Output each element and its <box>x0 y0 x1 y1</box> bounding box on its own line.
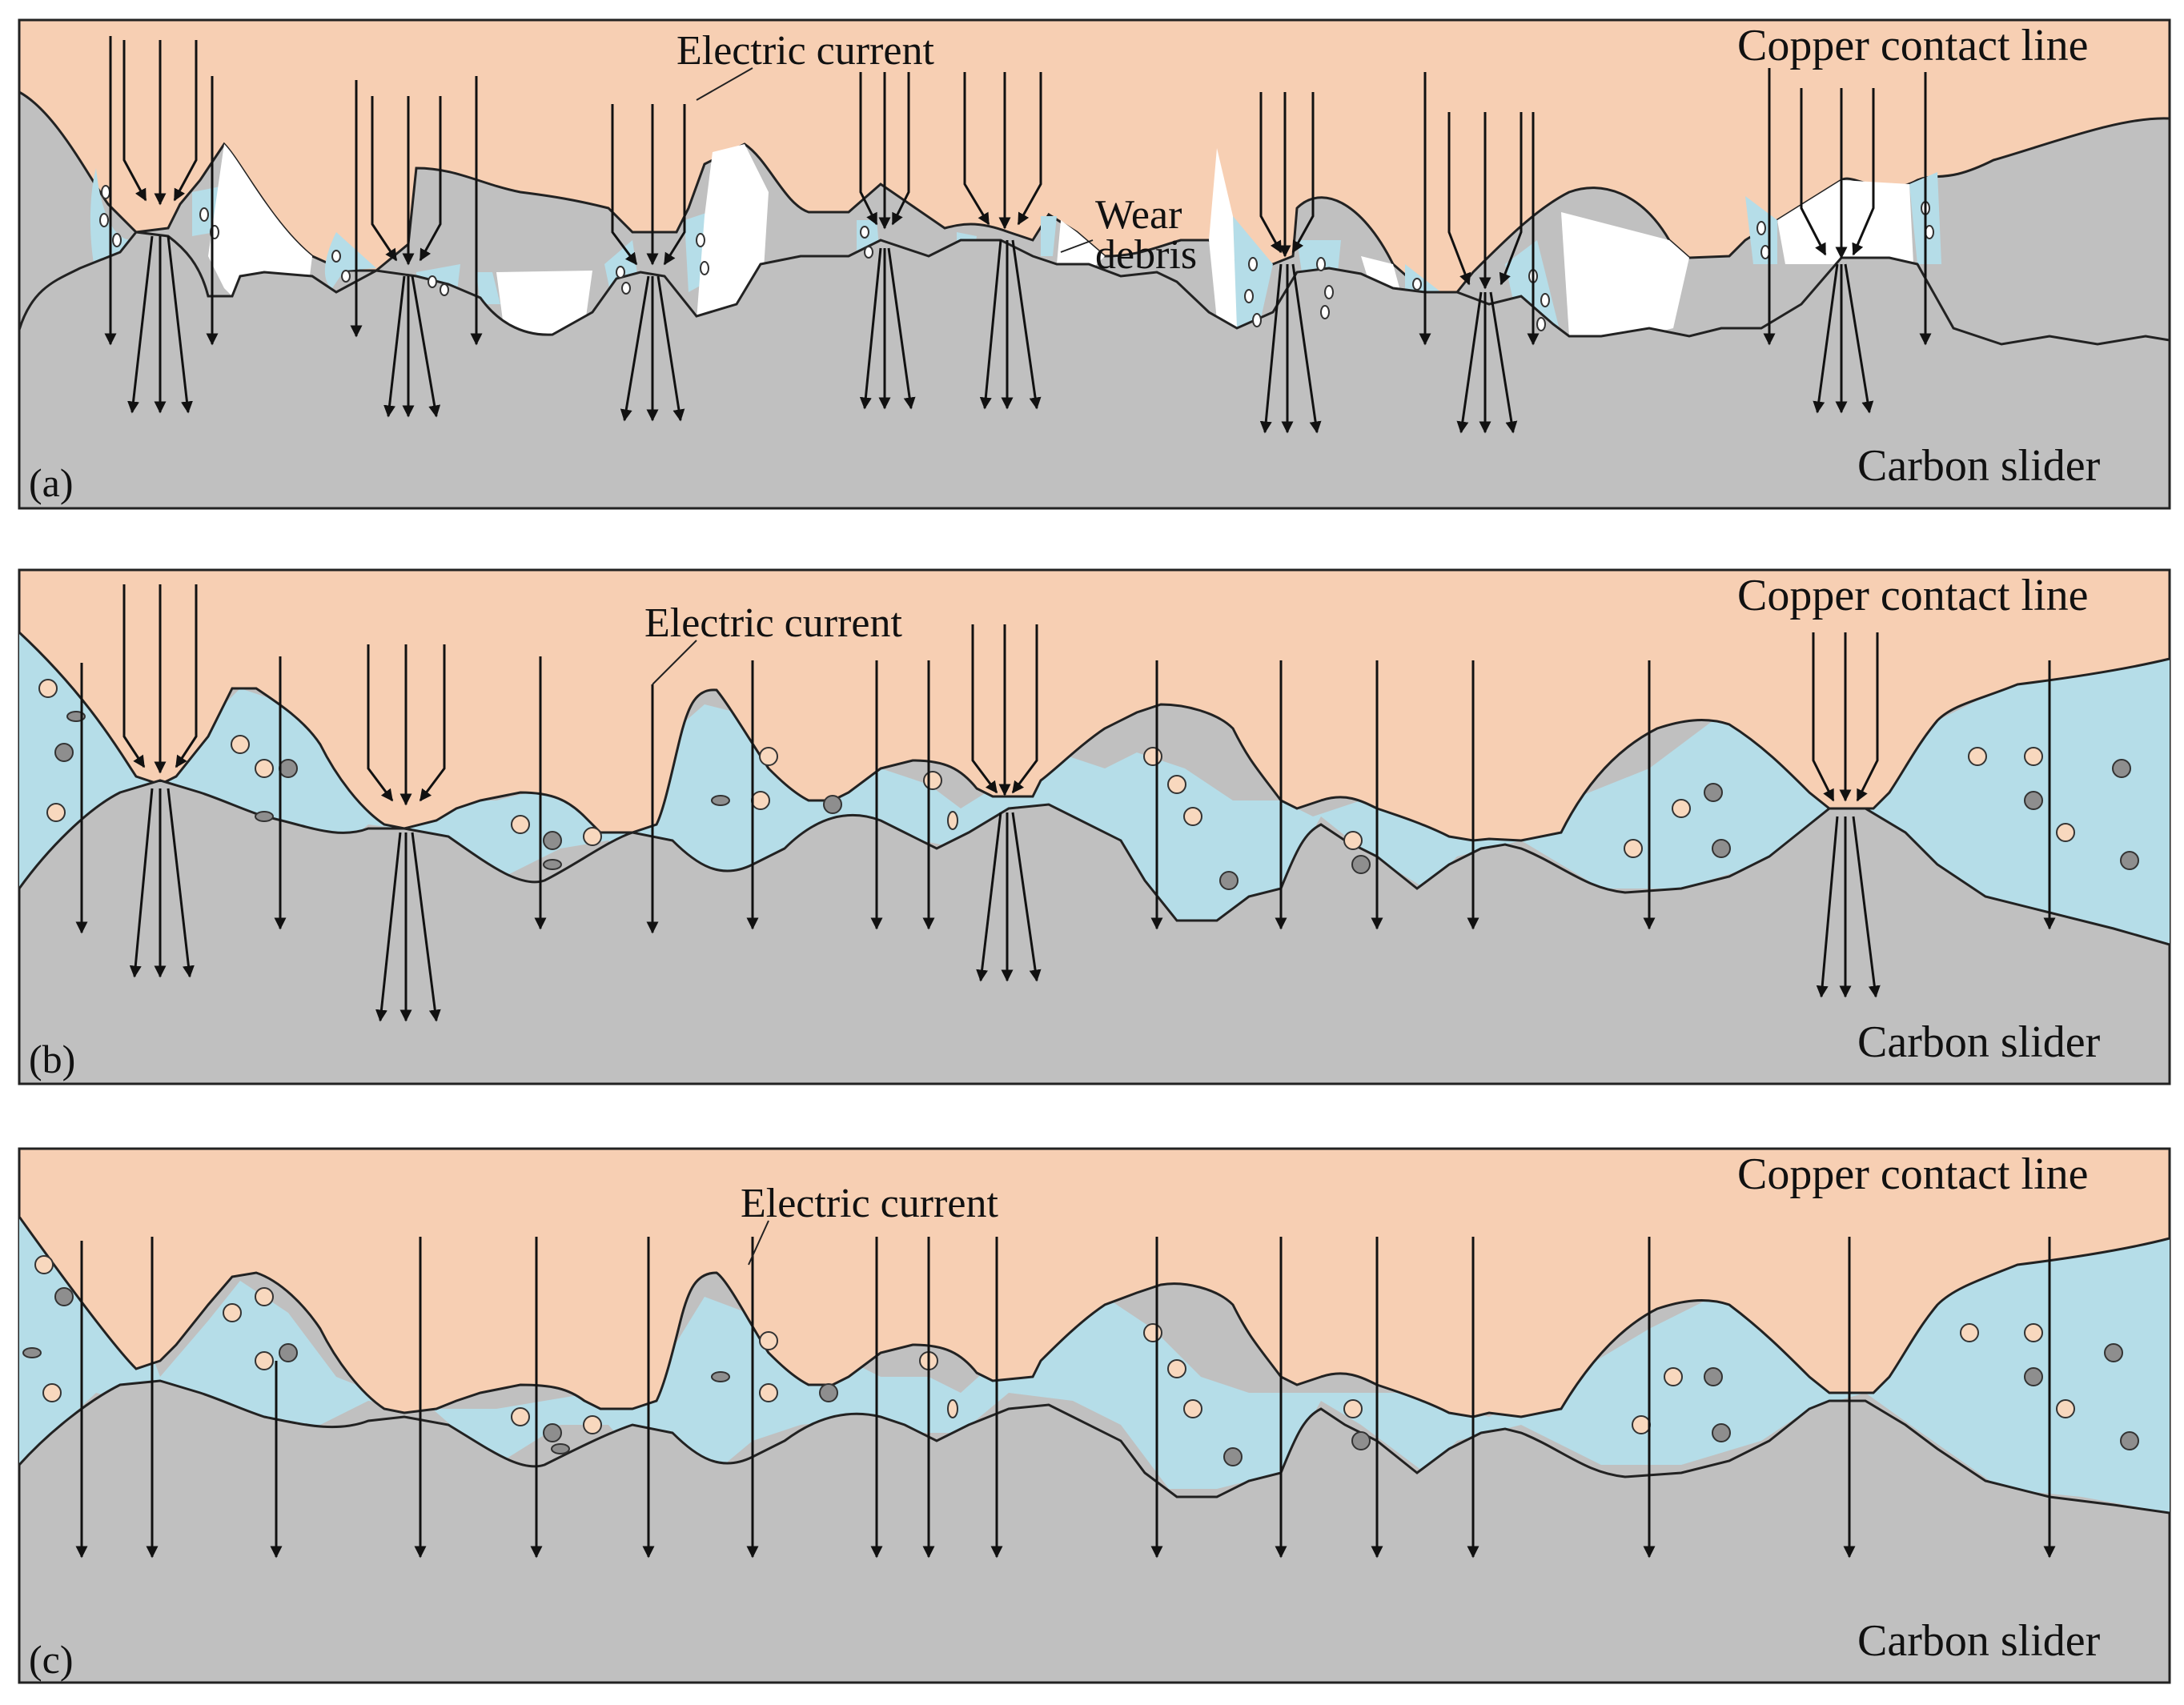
panel-b: Electric current Copper contact line Car… <box>18 568 2171 1085</box>
panel-a-panel-label: (a) <box>29 460 74 505</box>
panel-a-debris-pocket <box>476 272 500 304</box>
panel-c-panel-label: (c) <box>29 1637 74 1682</box>
panel-c-top-label: Copper contact line <box>1737 1149 2089 1199</box>
panel-b-bottom-label: Carbon slider <box>1857 1017 2101 1067</box>
panel-a-current-label: Electric current <box>676 28 934 74</box>
panel-a-gap <box>208 144 312 309</box>
panel-a-debris-pocket <box>90 168 136 268</box>
panel-b-label-leader <box>652 640 697 685</box>
panel-b-copper-contact-line <box>18 568 2171 842</box>
panel-c-carbon-slider <box>18 1379 2171 1684</box>
panel-a-gap <box>1209 148 1237 328</box>
panel-c-copper-contact-line <box>18 1147 2171 1418</box>
panel-c-current-arrows <box>75 1237 2056 1559</box>
panel-c-current-label: Electric current <box>741 1181 998 1226</box>
panel-a-debris-particles <box>99 185 1934 331</box>
panel-a-debris-pocket <box>1233 216 1273 336</box>
panel-a-top-label: Copper contact line <box>1737 21 2089 70</box>
panel-c-label-leader <box>748 1220 769 1266</box>
panel-a-bottom-label: Carbon slider <box>1857 441 2101 491</box>
panel-a-debris-pocket <box>1041 216 1057 256</box>
panel-b-panel-label: (b) <box>29 1037 75 1081</box>
panel-b-current-label: Electric current <box>644 600 902 646</box>
panel-a-debris-label-line2: debris <box>1095 232 1197 278</box>
panel-b-carbon-slider <box>18 779 2171 1085</box>
panel-a-current-arrows <box>104 36 1932 434</box>
panel-a-gap <box>496 271 592 335</box>
panel-a-debris-pocket <box>324 232 376 288</box>
panel-b-top-label: Copper contact line <box>1737 571 2089 620</box>
panel-a-gap <box>1777 180 1913 264</box>
panel-b-debris-layer <box>19 632 2170 945</box>
panel-a: Electric current Copper contact line Wea… <box>18 18 2171 510</box>
panel-c-bottom-label: Carbon slider <box>1857 1616 2101 1666</box>
panel-a-gap <box>1561 212 1689 336</box>
panel-c: Electric current Copper contact line Car… <box>18 1147 2171 1684</box>
panel-a-debris-label-line1: Wear <box>1095 192 1182 238</box>
panel-a-gap <box>697 144 769 320</box>
panel-b-current-arrows <box>75 584 2056 1022</box>
panel-c-debris-layer <box>19 1217 2170 1513</box>
panel-a-label-leaders <box>696 67 1094 253</box>
